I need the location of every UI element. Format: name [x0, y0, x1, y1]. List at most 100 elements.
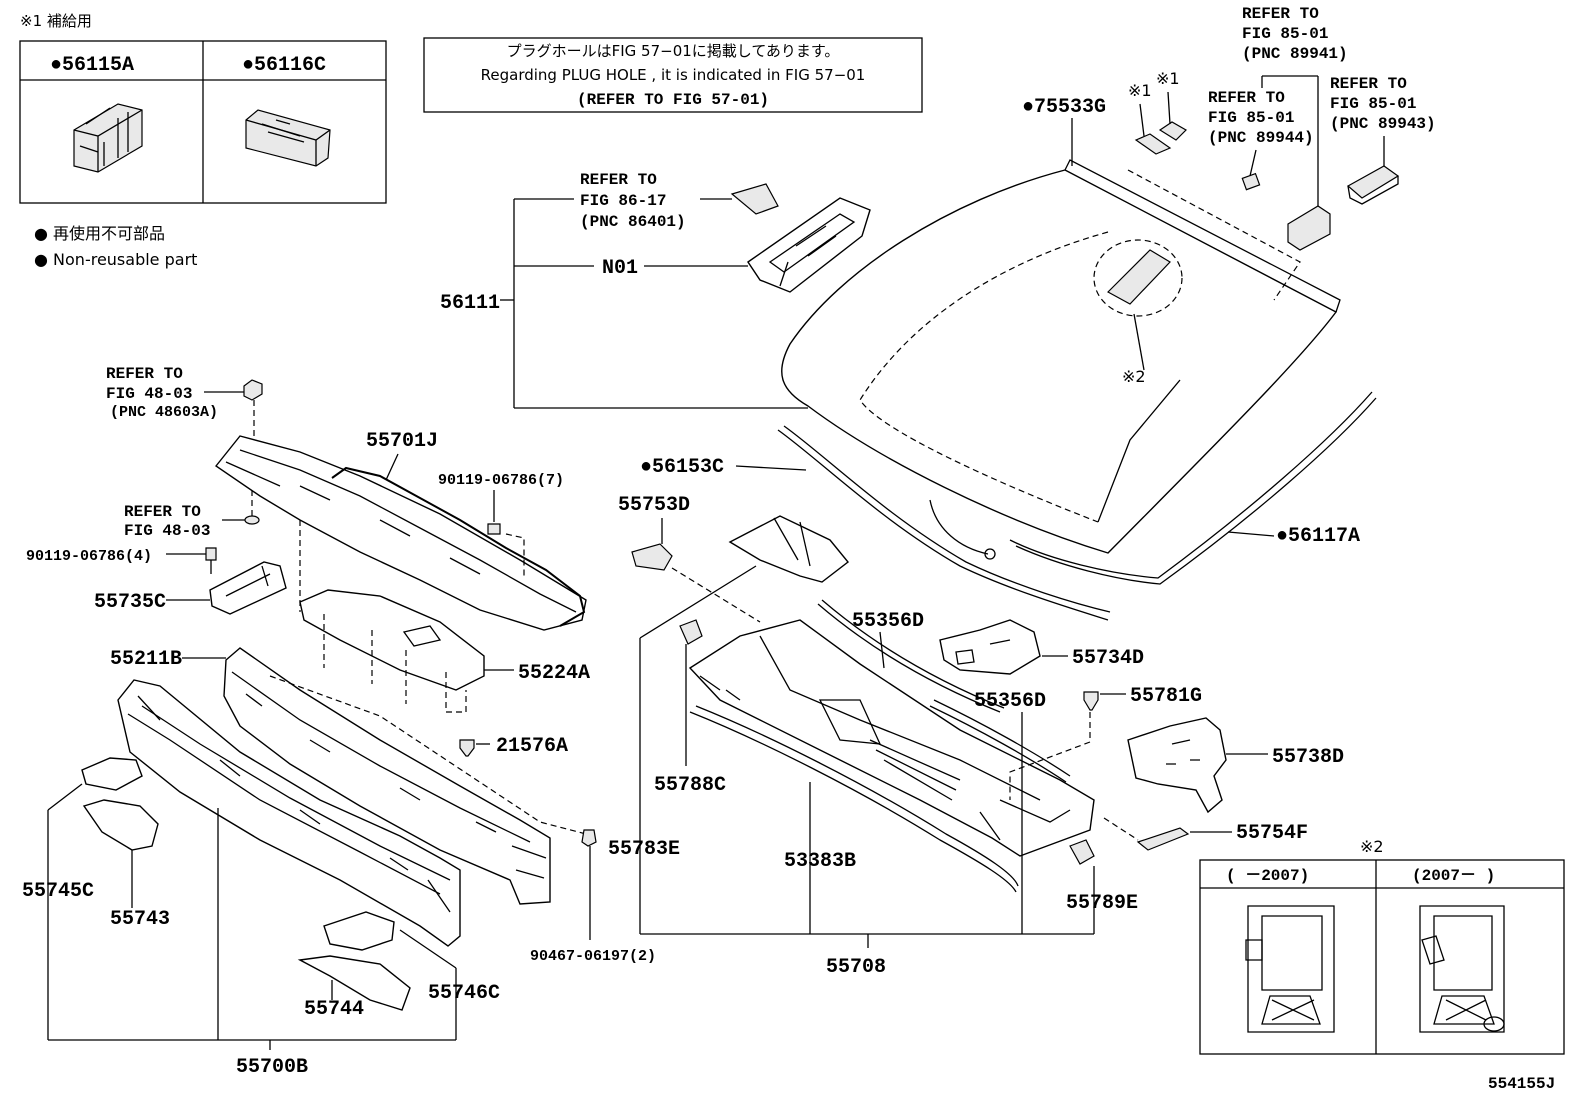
inset-frame	[1199, 859, 1565, 1055]
inset-left-sensor	[1245, 905, 1335, 1033]
label-55781G: 55781G	[1130, 685, 1202, 708]
ref-fig48b-2: FIG 48-03	[124, 522, 210, 540]
mark-2-windshield: ※2	[1122, 367, 1146, 386]
label-90119-7: 90119-06786(7)	[438, 472, 564, 489]
ref-fig85-a-2: FIG 85-01	[1242, 25, 1328, 43]
assembly-bracket-55700B: 55700B	[48, 808, 456, 1079]
rain-sensor-circle	[1093, 239, 1183, 317]
label-N01: N01	[602, 257, 638, 280]
label-55745C: 55745C	[22, 880, 94, 903]
bracket-55735C: 55735C	[94, 561, 287, 615]
supply-box-header: ※1 補給用	[20, 12, 92, 30]
ref-fig85-b-2: FIG 85-01	[1208, 109, 1294, 127]
seal-55356D-a: 55356D	[817, 599, 1005, 713]
cowl-panel-55701J: 55701J 90119-06786(7)	[214, 430, 587, 631]
ref-fig85-c-1: REFER TO	[1330, 75, 1407, 93]
label-56117A: ●56117A	[1276, 525, 1360, 548]
notice-box: プラグホールはFIG 57−01に掲載してあります。 Regarding PLU…	[423, 37, 923, 113]
ref-fig48a-1: REFER TO	[106, 365, 183, 383]
supply-box: ※1 補給用 ●56115A ●56116C	[19, 12, 387, 204]
label-56153C: ●56153C	[640, 456, 724, 479]
bolt-90119-4: 90119-06786(4)	[26, 547, 217, 574]
dam-56153C: ●56153C	[640, 425, 1111, 621]
ref-fig85-c-3: (PNC 89943)	[1330, 115, 1436, 133]
insulator-55224A: 55224A	[299, 589, 590, 713]
cowl-panel-55211B: 55211B	[110, 647, 587, 905]
inset-mark: ※2	[1360, 837, 1384, 856]
clip-55781G: 55781G	[1009, 685, 1202, 800]
mark-1a: ※1	[1128, 81, 1152, 100]
label-53383B: 53383B	[784, 850, 856, 873]
panel-55734D: 55734D	[939, 619, 1144, 675]
ref-fig48a-2: FIG 48-03	[106, 385, 192, 403]
label-55224A: 55224A	[518, 662, 590, 685]
left-refs: REFER TO FIG 48-03 (PNC 48603A) REFER TO…	[106, 365, 263, 540]
supply-item-56115A: ●56115A	[50, 54, 134, 77]
ref-fig85-a-1: REFER TO	[1242, 5, 1319, 23]
brace-55744: 55744	[297, 955, 411, 1021]
label-55744: 55744	[304, 998, 364, 1021]
mark-1b: ※1	[1156, 69, 1180, 88]
ref-fig85-b-3: (PNC 89944)	[1208, 129, 1314, 147]
inset-right-sensor	[1419, 905, 1505, 1033]
panel-55738D: 55738D	[1127, 717, 1344, 814]
inset-left-header: ( －2007)	[1226, 867, 1309, 885]
figure-id: 554155J	[1488, 1075, 1555, 1093]
seal-53383B: 53383B	[689, 705, 1019, 934]
label-55700B: 55700B	[236, 1056, 308, 1079]
label-56111: 56111	[440, 292, 500, 315]
label-21576A: 21576A	[496, 735, 568, 758]
inset-2: ※2 ( －2007) (2007－ )	[1199, 837, 1565, 1055]
brace-55745C: 55745C	[22, 757, 143, 1040]
brace-55746C: 55746C	[323, 911, 500, 1040]
inset-right-header: (2007－ )	[1412, 867, 1495, 885]
label-75533G: ●75533G	[1022, 96, 1106, 119]
cover-55783E: 55783E	[608, 515, 849, 934]
ref-fig85-c-2: FIG 85-01	[1330, 95, 1416, 113]
label-55783E: 55783E	[608, 838, 680, 861]
cap-55788C: 55788C	[654, 619, 726, 797]
ref-fig86-2: FIG 86-17	[580, 192, 666, 210]
ventilator-55708: 55708	[640, 619, 1095, 979]
bracket-56111: REFER TO FIG 86-17 (PNC 86401) 56111 N01	[440, 171, 871, 409]
clip-21576A: 21576A	[459, 735, 568, 758]
molding-56117A: ●56117A	[929, 391, 1377, 585]
louver-55753D: 55753D	[618, 494, 761, 623]
label-55701J: 55701J	[366, 430, 438, 453]
label-55789E: 55789E	[1066, 892, 1138, 915]
label-55708: 55708	[826, 956, 886, 979]
notice-line-ref: (REFER TO FIG 57-01)	[577, 91, 769, 109]
supply-item-56116C: ●56116C	[242, 54, 326, 77]
label-55356D-a: 55356D	[852, 610, 924, 633]
ref-fig86-1: REFER TO	[580, 171, 657, 189]
ref-fig48a-3: (PNC 48603A)	[110, 404, 218, 421]
label-55788C: 55788C	[654, 774, 726, 797]
cap-55789E: 55789E	[1066, 839, 1138, 934]
label-55738D: 55738D	[1272, 746, 1344, 769]
clip-56116C-drawing	[245, 109, 331, 167]
label-90467: 90467-06197(2)	[530, 948, 656, 965]
label-55743: 55743	[110, 908, 170, 931]
label-55735C: 55735C	[94, 591, 166, 614]
legend-en: ● Non-reusable part	[34, 250, 197, 269]
top-labels: ●75533G ※1 ※1	[1022, 69, 1261, 191]
cowl-panel-55700B	[117, 679, 461, 947]
label-55746C: 55746C	[428, 982, 500, 1005]
notice-line-ja: プラグホールはFIG 57−01に掲載してあります。	[507, 42, 840, 60]
label-55356D-b: 55356D	[974, 690, 1046, 713]
bracket-55754F: 55754F	[1103, 817, 1308, 851]
label-55753D: 55753D	[618, 494, 690, 517]
legend: ● 再使用不可部品 ● Non-reusable part	[34, 224, 197, 269]
ref-fig85-b-1: REFER TO	[1208, 89, 1285, 107]
label-55211B: 55211B	[110, 648, 182, 671]
notice-line-en: Regarding PLUG HOLE , it is indicated in…	[481, 66, 866, 84]
label-90119-4: 90119-06786(4)	[26, 548, 152, 565]
clip-90467: 90467-06197(2)	[530, 829, 656, 965]
legend-ja: ● 再使用不可部品	[34, 224, 165, 243]
seal-55356D-b: 55356D	[929, 690, 1071, 934]
ref-fig85: REFER TO FIG 85-01 (PNC 89941) REFER TO …	[1208, 5, 1436, 251]
brace-55743: 55743	[82, 799, 170, 931]
clip-56115A-drawing	[73, 103, 143, 173]
ref-fig86-3: (PNC 86401)	[580, 213, 686, 231]
